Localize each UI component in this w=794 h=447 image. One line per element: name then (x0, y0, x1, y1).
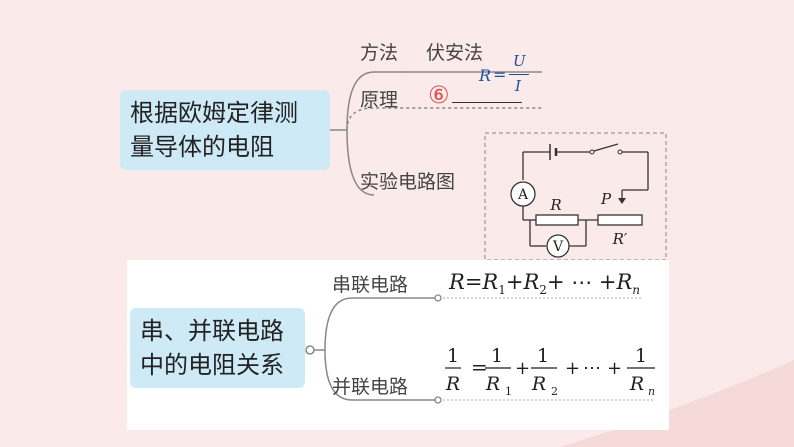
series-sub-1: 1 (498, 283, 506, 298)
formula-fraction-bar (509, 74, 529, 75)
fracn-sub: n (648, 385, 655, 398)
parallel-knob (434, 396, 442, 404)
series-Rn: R (616, 270, 633, 294)
frac1-sub: 1 (505, 385, 512, 398)
slider-label: P (600, 190, 612, 208)
frac0-num: 1 (447, 345, 459, 367)
series-dots: + ⋯ + (546, 270, 617, 294)
answer-marker: ⑥ (428, 81, 450, 109)
circuit-diagram: A R P R′ V (510, 143, 649, 258)
parallel-plus-3: + (607, 358, 622, 379)
parallel-formula: 1 R = 1 R 1 + 1 R 2 + ⋯ + 1 R n (445, 345, 655, 398)
formula-numerator: U (513, 52, 526, 70)
frac0-den: R (445, 373, 460, 395)
topic-line-2: 中的电阻关系 (140, 351, 284, 379)
ammeter-symbol: A (517, 187, 529, 203)
branch-circuit-label: 实验电路图 (360, 171, 456, 193)
branch-method-value: 伏安法 (426, 42, 484, 64)
topic-ohms-law: 根据欧姆定律测 量导体的电阻 (120, 90, 330, 170)
frac2-den: R (531, 373, 546, 395)
resistor-label: R (549, 196, 561, 214)
series-R1: R (482, 270, 499, 294)
parallel-plus-1: + (515, 358, 530, 379)
branch-parallel-line (324, 349, 437, 401)
frac1-num: 1 (491, 345, 503, 367)
parallel-label: 并联电路 (332, 376, 409, 398)
frac2-num: 1 (537, 345, 549, 367)
slider-arrow (618, 198, 626, 204)
series-eq: = (464, 270, 483, 294)
series-knob (434, 294, 442, 302)
topic-line-2: 量导体的电阻 (130, 133, 274, 161)
rheostat (597, 214, 643, 226)
branch-circuit-line (346, 129, 375, 196)
parallel-dots: ⋯ (583, 358, 601, 379)
branch-method-line (346, 71, 542, 131)
series-plus: + (505, 270, 524, 294)
topic-line-1: 串、并联电路 (140, 317, 284, 345)
ohms-law-mindmap: 根据欧姆定律测 量导体的电阻 方法 伏安法 原理 ⑥ R = U I 实验电路图… (112, 30, 672, 265)
branch-method-label: 方法 (360, 42, 399, 64)
series-label: 串联电路 (332, 274, 409, 296)
switch-contact-right (617, 149, 623, 155)
parallel-eq: = (471, 355, 488, 379)
background-wave (560, 360, 794, 447)
bottom-node-knob (305, 345, 315, 355)
rheostat-label: R′ (612, 230, 628, 248)
series-sub-2: 2 (539, 283, 547, 298)
resistor-R (535, 214, 579, 226)
parallel-plus-2: + (565, 358, 580, 379)
switch-blade (593, 143, 619, 152)
fracn-den: R (629, 373, 644, 395)
answer-blank-line (452, 102, 522, 103)
bottom-connector-lines (305, 294, 655, 404)
frac1-den: R (485, 373, 500, 395)
series-sub-n: n (632, 283, 641, 298)
formula-lhs: R (479, 66, 492, 85)
fracn-num: 1 (635, 345, 647, 367)
branch-principle-label: 原理 (360, 89, 399, 111)
branch-series-line (324, 297, 437, 351)
voltmeter-symbol: V (552, 239, 564, 255)
principle-formula: R = U I (477, 50, 537, 108)
formula-denominator: I (515, 77, 521, 95)
topic-line-1: 根据欧姆定律测 (130, 99, 298, 127)
frac2-sub: 2 (551, 385, 558, 398)
topic-resistance-relations: 串、并联电路 中的电阻关系 (130, 308, 305, 388)
series-R2: R (523, 270, 540, 294)
series-R: R (449, 270, 465, 294)
series-formula: R=R1+R2+ ⋯ +Rn (449, 270, 640, 297)
switch-contact-left (589, 149, 595, 155)
formula-eq: = (493, 65, 507, 84)
branch-principle-line (346, 107, 542, 131)
resistance-relations-mindmap: 串、并联电路 中的电阻关系 串联电路 并联电路 R=R1+R2+ ⋯ +Rn 1… (127, 260, 669, 430)
